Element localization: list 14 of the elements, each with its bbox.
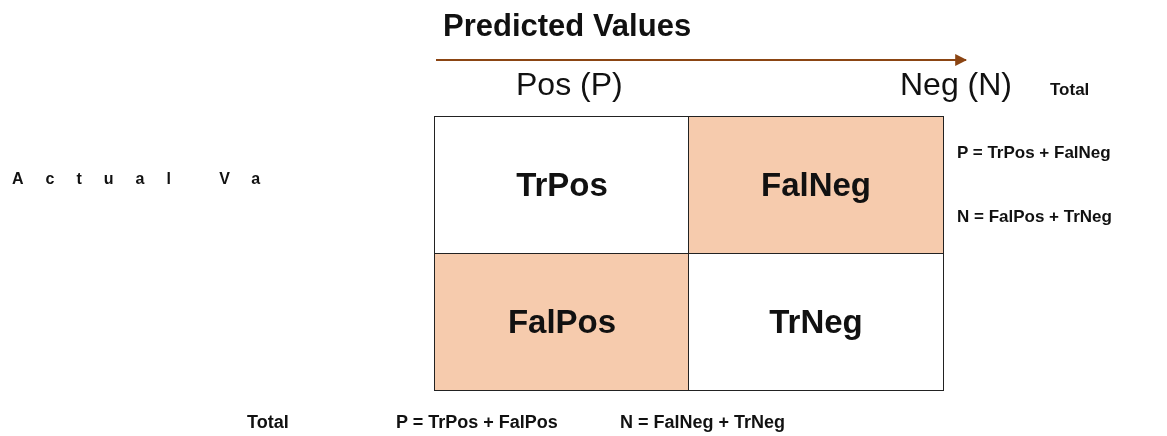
column-header: Pos (P) [516,66,623,103]
column-header: Neg (N) [900,66,1012,103]
formula: P = TrPos + FalNeg [957,143,1111,163]
matrix-cell: TrPos [434,116,690,254]
axis-label: Actual Va [12,170,283,188]
formula: N = FalNeg + TrNeg [620,412,786,433]
total-header: Total [1050,80,1090,100]
formula: N = FalPos + TrNeg [957,207,1112,227]
title: Predicted Values [443,8,692,44]
matrix-cell: FalNeg [688,116,944,254]
matrix-cell: FalPos [434,253,690,391]
total-label: Total [247,412,289,433]
formula: P = TrPos + FalPos [396,412,558,433]
matrix-cell: TrNeg [688,253,944,391]
